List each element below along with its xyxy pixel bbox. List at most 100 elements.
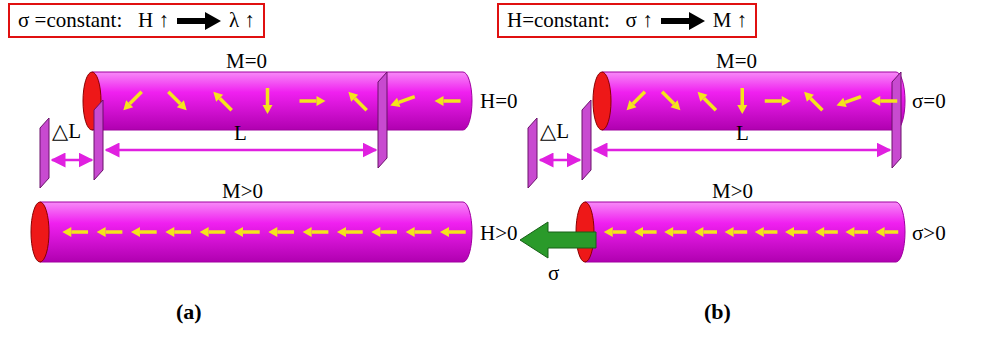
moment-arrowhead <box>263 105 273 114</box>
reference-plate <box>528 118 537 188</box>
moment-arrow <box>140 230 157 234</box>
moment-arrowhead <box>845 227 854 237</box>
moment-arrowhead <box>97 227 106 237</box>
moment-arrow <box>168 92 180 104</box>
moment-arrowhead <box>698 92 708 102</box>
moment-arrow <box>613 230 627 234</box>
moment-arrowhead <box>177 100 187 110</box>
reference-plate <box>582 100 591 180</box>
elongation-label: △L <box>540 120 569 143</box>
moment-arrow <box>764 230 778 234</box>
rod-cylinder <box>602 72 905 130</box>
moment-arrowhead <box>634 227 643 237</box>
moment-arrow <box>885 230 899 234</box>
magnetization-label: M=0 <box>226 50 267 73</box>
moment-arrow <box>71 230 88 234</box>
dimension-lines <box>52 150 890 160</box>
moment-arrow <box>703 230 717 234</box>
moment-arrowhead <box>871 96 880 106</box>
moment-arrow <box>765 99 782 103</box>
moment-arrow <box>174 230 191 234</box>
moment-arrowhead <box>694 227 703 237</box>
moment-arrow <box>266 88 270 105</box>
moment-arrowhead <box>165 227 174 237</box>
rod-cylinder <box>92 72 472 130</box>
moment-arrowhead <box>785 227 794 237</box>
moment-arrow <box>130 92 142 104</box>
moment-arrow <box>633 92 645 104</box>
moment-arrowhead <box>371 227 380 237</box>
length-label: L <box>736 122 749 145</box>
header-text: H=constant: σ ↑ <box>507 8 653 33</box>
moment-arrowhead <box>348 92 358 102</box>
magnetization-label: M>0 <box>712 180 753 203</box>
reference-plate <box>378 72 387 168</box>
reference-plate <box>892 72 901 168</box>
moment-arrow <box>854 230 868 234</box>
stress-arrow <box>520 222 596 258</box>
header-text: λ ↑ <box>229 8 255 33</box>
moment-arrow <box>399 97 415 103</box>
moment-arrow <box>277 230 294 234</box>
moment-arrow <box>243 230 260 234</box>
moment-arrow <box>106 230 123 234</box>
moment-arrowhead <box>213 92 223 102</box>
implies-arrow <box>661 12 705 30</box>
field-label: H=0 <box>480 90 518 113</box>
moment-arrowhead <box>725 227 734 237</box>
moment-arrow <box>415 230 432 234</box>
moment-arrowhead <box>755 227 764 237</box>
moment-arrow <box>880 99 897 103</box>
moment-arrowhead <box>62 227 71 237</box>
moment-arrowhead <box>131 227 140 237</box>
magnetization-label: M=0 <box>716 50 757 73</box>
header-box: σ =constant: H ↑ λ ↑ <box>8 3 265 38</box>
panel-caption: (b) <box>704 300 731 324</box>
moment-arrowhead <box>317 96 326 106</box>
rod-cylinder <box>585 202 905 262</box>
moment-arrow <box>673 230 687 234</box>
moment-arrow <box>312 230 329 234</box>
implies-arrow <box>177 12 221 30</box>
moment-arrow <box>704 98 716 110</box>
moment-arrowhead <box>435 96 444 106</box>
moment-arrowhead <box>737 105 747 114</box>
moment-arrow <box>734 230 748 234</box>
header-text: σ =constant: H ↑ <box>18 8 169 33</box>
stress-label: σ>0 <box>912 222 946 245</box>
moment-arrowhead <box>390 98 400 107</box>
moment-arrowhead <box>268 227 277 237</box>
length-label: L <box>234 122 247 145</box>
moment-arrowhead <box>782 96 791 106</box>
moment-arrow <box>380 230 397 234</box>
moment-arrowhead <box>671 100 681 110</box>
moment-arrow <box>794 230 808 234</box>
header-text: M ↑ <box>713 8 747 33</box>
moment-arrowhead <box>200 227 209 237</box>
moment-arrow <box>643 230 657 234</box>
moment-arrowhead <box>604 227 613 237</box>
stress-label: σ <box>548 262 559 285</box>
reference-plate <box>40 118 49 188</box>
header-box: H=constant: σ ↑ M ↑ <box>497 3 757 38</box>
moment-arrowhead <box>876 227 885 237</box>
reference-plate <box>94 100 103 180</box>
moment-arrowhead <box>664 227 673 237</box>
moment-arrow <box>300 99 317 103</box>
moment-arrowhead <box>627 100 637 110</box>
moment-arrow <box>449 230 466 234</box>
panel-caption: (a) <box>176 300 202 324</box>
moment-arrowhead <box>303 227 312 237</box>
moment-arrow <box>810 98 822 110</box>
elongation-label: △L <box>52 120 81 143</box>
moment-arrowhead <box>815 227 824 237</box>
moment-arrow <box>355 98 367 110</box>
moment-arrowhead <box>123 100 133 110</box>
moment-arrowhead <box>837 98 847 107</box>
moment-arrowhead <box>234 227 243 237</box>
moment-arrowhead <box>406 227 415 237</box>
moment-arrowhead <box>337 227 346 237</box>
rod-end <box>31 202 49 262</box>
moment-arrow <box>662 92 674 104</box>
